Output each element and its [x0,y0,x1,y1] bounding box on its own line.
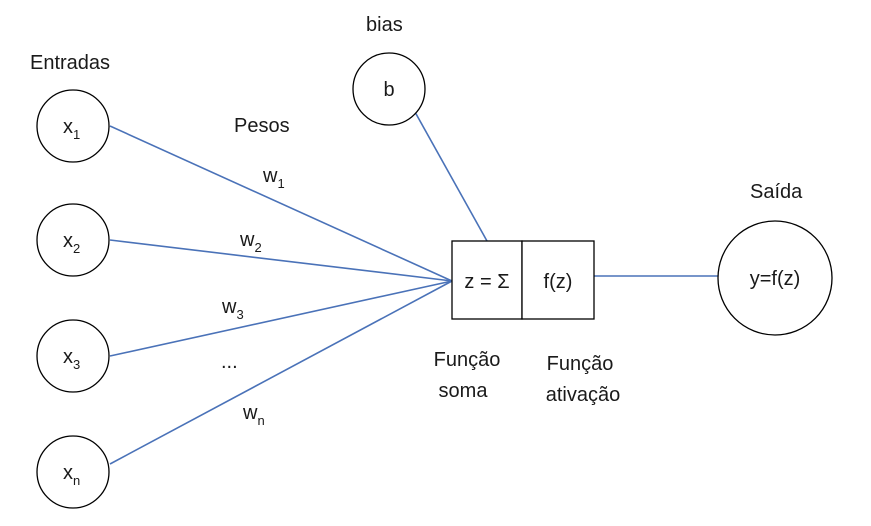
input-subscript: 2 [73,241,80,256]
input-symbol: x [63,230,73,252]
input-node-xn: xn [36,435,110,509]
svg-text:xn: xn [63,462,80,488]
input-node-x2: x2 [36,203,110,277]
bias-symbol: b [383,79,394,101]
activation-function-box [521,240,595,320]
output-label: y=f(z) [750,268,801,290]
inputs-title: Entradas [30,52,110,74]
sum-function-label: z = Σ [464,271,509,293]
input-subscript: 1 [73,127,80,142]
bias-node: b [352,52,426,126]
activation-caption-line2: ativação [546,384,621,406]
input-node-x1: x1 [36,89,110,163]
weight-label-w2: w2 [239,229,262,255]
input-node-x3: x3 [36,319,110,393]
input-subscript: 3 [73,357,80,372]
activation-caption-line1: Função [547,353,614,375]
weight-ellipsis: ... [221,351,238,373]
weight-label-w1: w1 [262,165,285,191]
weight-label-wn: wn [242,402,265,428]
connection-x2 [109,239,453,282]
neuron-box: z = Σ f(z) [451,240,595,320]
connection-x3 [109,280,453,357]
input-symbol: x [63,462,73,484]
sum-caption-line2: soma [439,380,489,402]
input-symbol: x [63,346,73,368]
weights-title: Pesos [234,115,290,137]
connection-x1 [109,125,453,282]
activation-function-label: f(z) [544,271,573,293]
input-symbol: x [63,116,73,138]
svg-text:x2: x2 [63,230,80,256]
svg-text:x1: x1 [63,116,80,142]
input-subscript: n [73,473,80,488]
connections [109,111,719,465]
connection-xn [109,280,453,465]
svg-text:x3: x3 [63,346,80,372]
sum-caption-line1: Função [434,349,501,371]
weight-label-w3: w3 [221,296,244,322]
connection-bias [414,111,488,242]
output-node: y=f(z) [717,220,833,336]
output-title: Saída [750,181,803,203]
bias-title: bias [366,14,403,36]
